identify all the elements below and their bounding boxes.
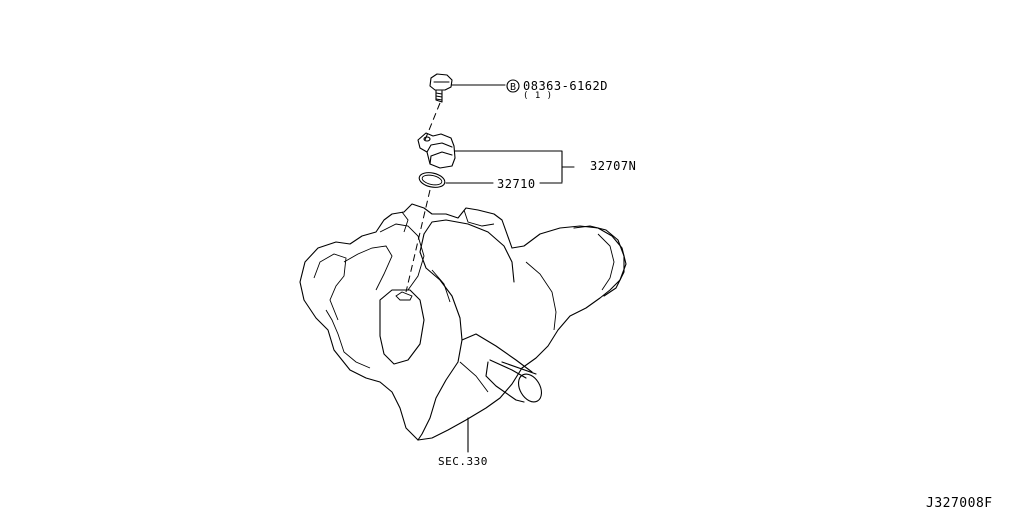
bolt-part-number: 08363-6162D: [523, 79, 608, 93]
section-reference: SEC.330: [438, 455, 488, 468]
diagram-code: J327008F: [926, 496, 993, 511]
bolt-marker-letter: B: [510, 82, 516, 93]
bolt-quantity: ( 1 ): [523, 91, 553, 101]
transmission-housing-icon: [299, 203, 627, 441]
bolt-marker-circle: [506, 79, 520, 93]
o-ring-part-number: 32710: [497, 177, 536, 191]
assembly-bracket: [539, 166, 575, 184]
mount-dashed-line: [405, 189, 431, 293]
bolt-icon: [429, 73, 453, 103]
o-ring-icon: [418, 172, 446, 188]
sensor-leader-line: [454, 150, 563, 183]
sensor-assembly-part-number: 32707N: [590, 159, 637, 173]
sensor-icon: [417, 132, 456, 169]
